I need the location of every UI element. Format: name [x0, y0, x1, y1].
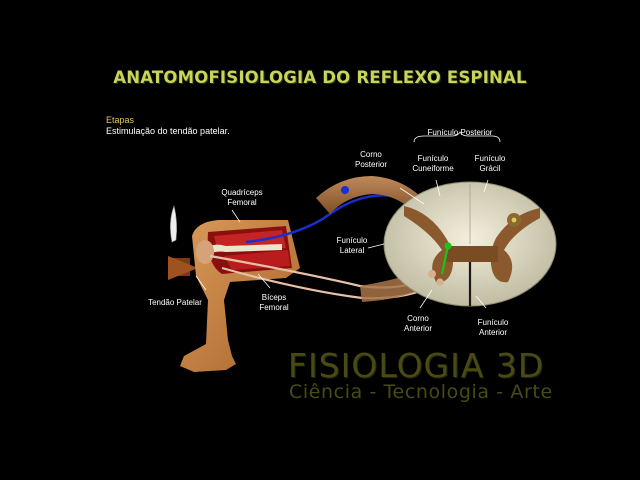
motor-neuron-body-1	[428, 270, 436, 278]
label-quadriceps: Quadríceps Femoral	[212, 188, 272, 208]
label-corno-anterior: Corno Anterior	[396, 314, 440, 334]
interneuron-body	[444, 242, 452, 250]
label-tendao-patelar: Tendão Patelar	[148, 298, 202, 307]
label-funiculo-gracil: Funículo Grácil	[466, 154, 514, 174]
brand-title: FISIOLOGIA 3D	[288, 346, 545, 385]
label-corno-anterior-line2: Anterior	[403, 324, 432, 333]
label-biceps-line1: Bíceps	[261, 293, 287, 302]
label-funiculo-posterior: Funículo Posterior	[427, 128, 493, 137]
sensory-neuron-body	[341, 186, 349, 194]
leg	[180, 220, 300, 372]
page-title: ANATOMOFISIOLOGIA DO REFLEXO ESPINAL	[113, 68, 527, 87]
motor-neuron-body-2	[436, 278, 444, 286]
reflex-hammer	[168, 204, 198, 280]
label-funiculo-gracil-line1: Funículo	[474, 154, 506, 163]
label-corno-posterior: Corno Posterior	[346, 150, 396, 170]
label-funiculo-cuneiforme: Funículo Cuneiforme	[406, 154, 460, 174]
label-corno-posterior-line1: Corno	[360, 150, 382, 159]
steps-heading: Etapas	[106, 115, 135, 125]
spinal-cord	[383, 181, 557, 307]
label-funiculo-lateral-line2: Lateral	[339, 246, 365, 255]
label-biceps-line2: Femoral	[259, 303, 289, 312]
biceps-muscle	[224, 250, 290, 270]
label-funiculo-gracil-line2: Grácil	[479, 164, 501, 173]
label-corno-anterior-line1: Corno	[407, 314, 429, 323]
interneuron	[440, 245, 450, 275]
label-funiculo-anterior: Funículo Anterior	[468, 318, 518, 338]
label-funiculo-lateral-line1: Funículo	[336, 236, 368, 245]
label-funiculo-cuneiforme-line2: Cuneiforme	[412, 164, 454, 173]
label-biceps: Bíceps Femoral	[250, 293, 298, 313]
label-funiculo-lateral: Funículo Lateral	[328, 236, 376, 256]
label-funiculo-anterior-line2: Anterior	[478, 328, 507, 337]
label-corno-posterior-line2: Posterior	[354, 160, 387, 169]
label-quadriceps-line1: Quadríceps	[221, 188, 263, 197]
brand-tagline: Ciência - Tecnologia - Arte	[289, 381, 553, 403]
label-funiculo-anterior-line1: Funículo	[477, 318, 509, 327]
label-quadriceps-line2: Femoral	[227, 198, 257, 207]
dorsal-root-ganglion	[316, 176, 420, 214]
steps-text: Estimulação do tendão patelar.	[106, 126, 230, 136]
label-leaders	[195, 131, 501, 309]
label-funiculo-cuneiforme-line1: Funículo	[417, 154, 449, 163]
